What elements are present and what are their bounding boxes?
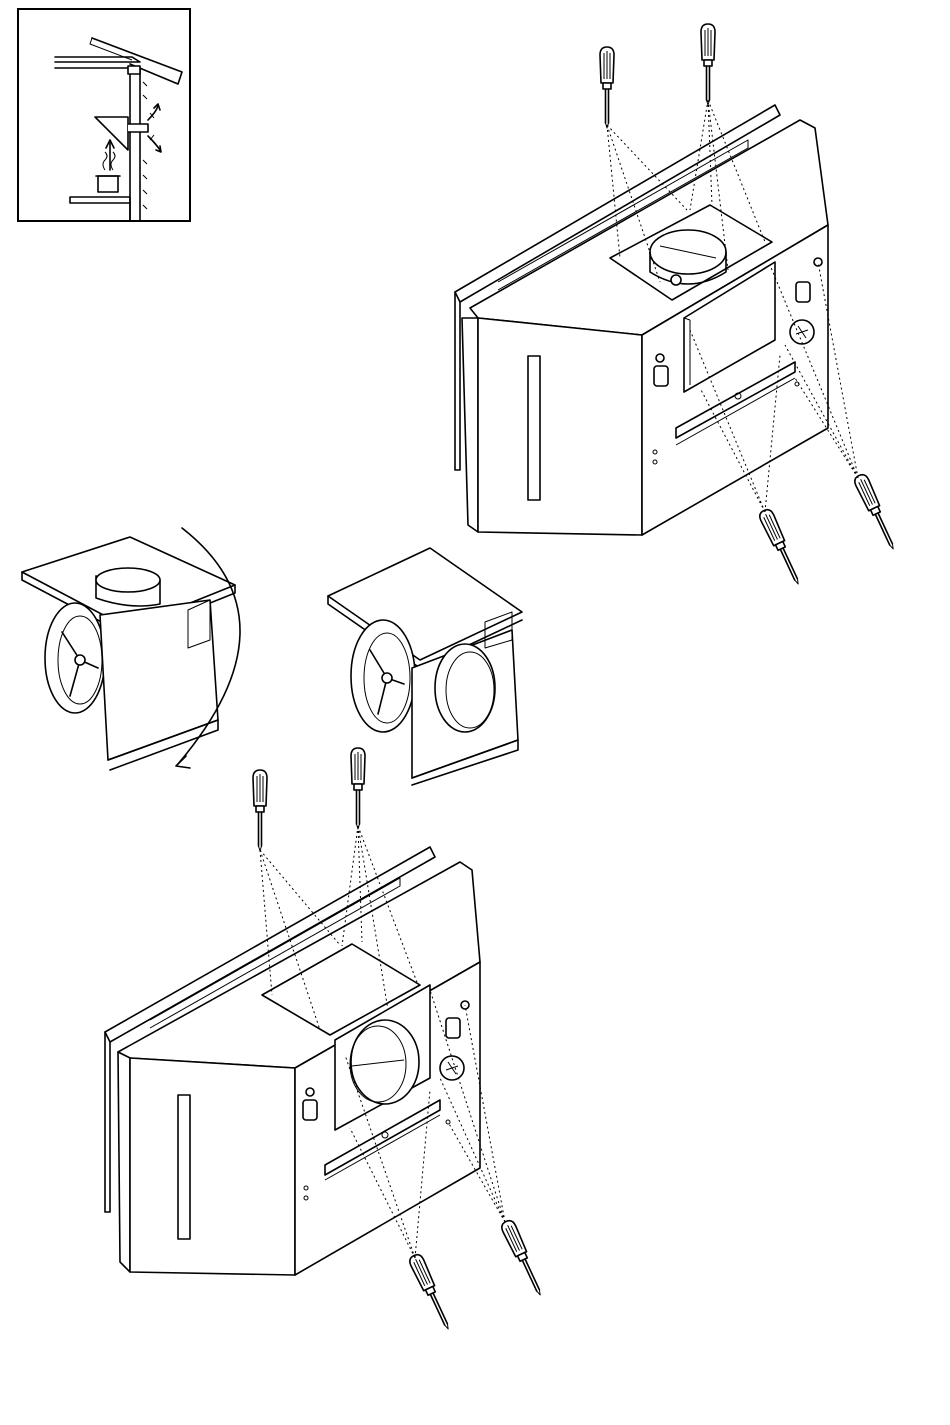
screwdriver-icon <box>600 47 614 128</box>
blower-unit-icon <box>22 528 522 785</box>
screwdriver-icon <box>701 24 715 105</box>
screwdriver-icon <box>853 473 900 552</box>
light-window <box>528 356 540 500</box>
range-hood-icon <box>455 105 828 535</box>
screwdriver-icon <box>758 508 805 587</box>
hood-rear-vent <box>105 748 547 1332</box>
hood-top-vent <box>455 24 900 587</box>
ducting-inset <box>18 9 190 221</box>
screwdriver-icon <box>253 770 267 851</box>
blower-rotate <box>22 528 522 785</box>
light-window <box>178 1095 190 1239</box>
screwdriver-icon <box>351 748 365 829</box>
screwdriver-icon <box>408 1253 455 1332</box>
range-hood-icon <box>105 847 480 1275</box>
screwdriver-icon <box>500 1219 547 1298</box>
